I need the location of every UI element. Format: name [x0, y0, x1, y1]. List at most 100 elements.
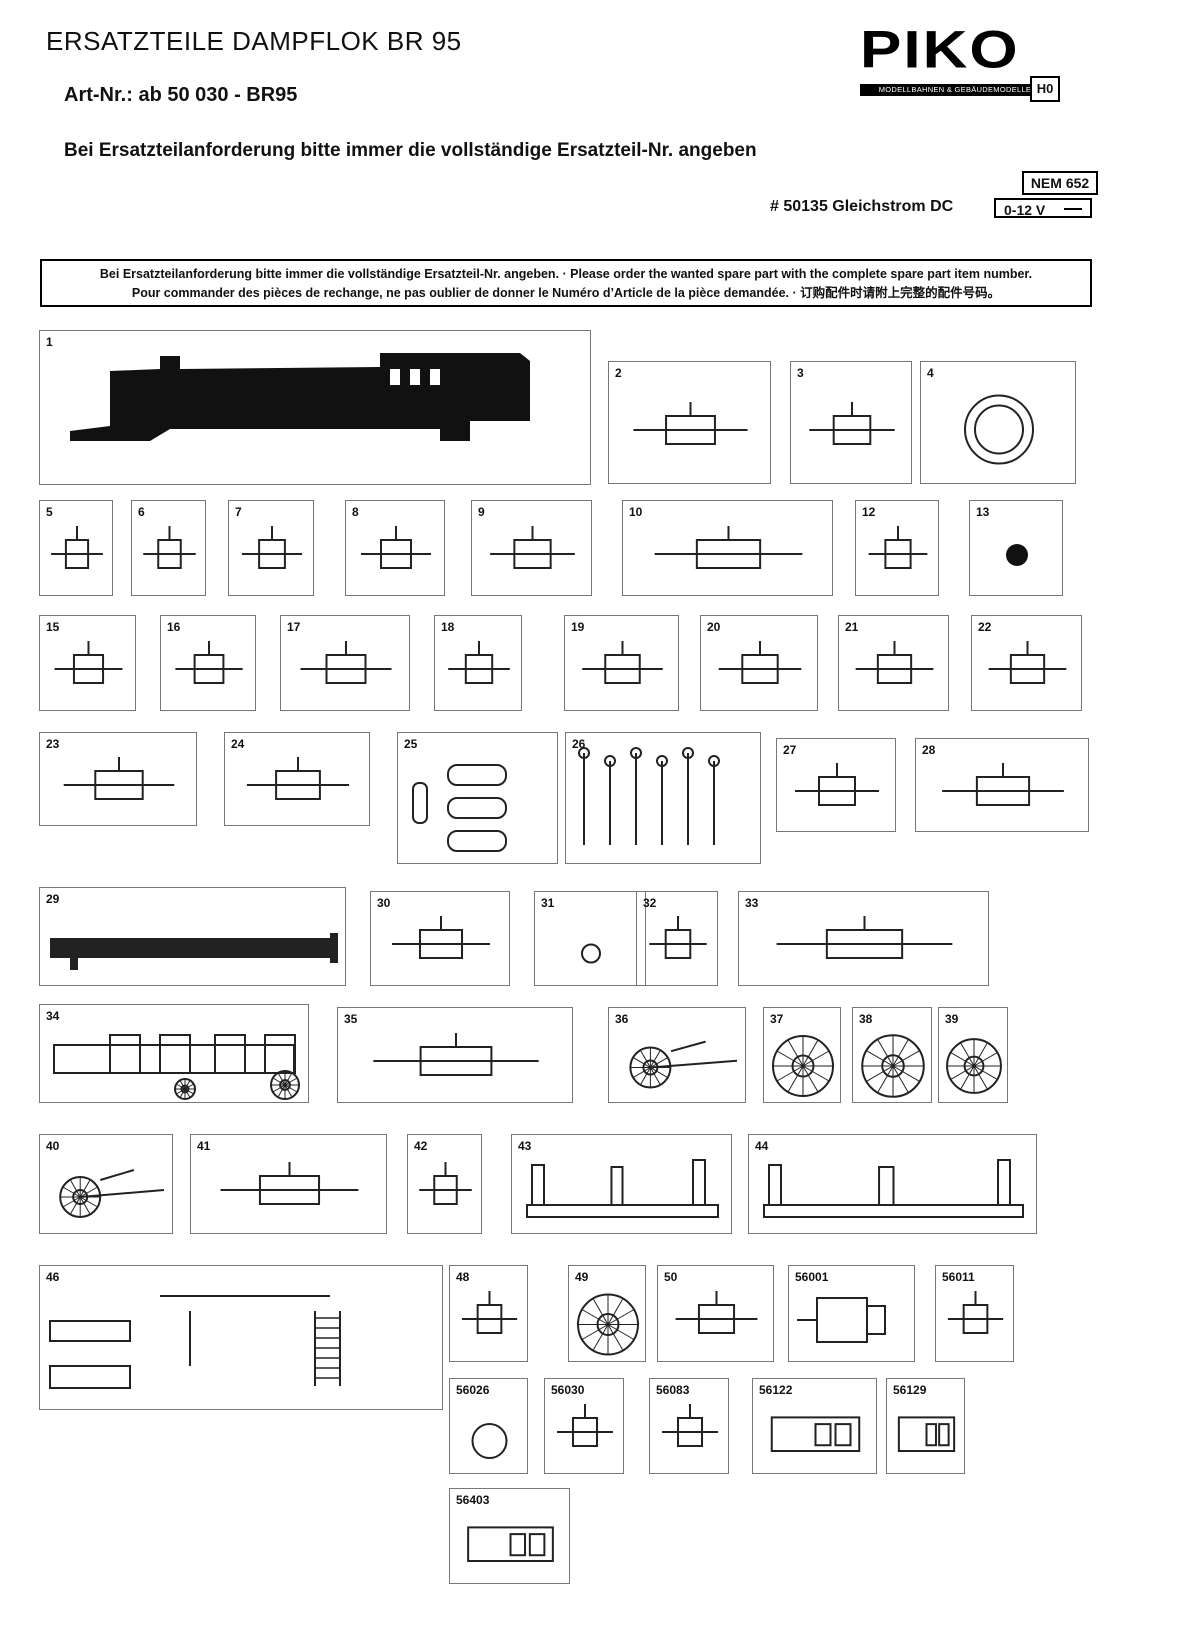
part-drawing-56001	[797, 1297, 886, 1343]
part-drawing-23	[63, 757, 175, 800]
part-drawing-7	[241, 526, 303, 569]
nem-badge: NEM 652	[1022, 171, 1098, 195]
part-drawing-15	[54, 641, 123, 684]
part-number: 18	[441, 620, 455, 634]
part-drawing-56011	[947, 1291, 1004, 1334]
part-box-38: 38	[852, 1007, 932, 1103]
part-box-56122: 56122	[752, 1378, 877, 1474]
part-number: 48	[456, 1270, 470, 1284]
part-number: 56030	[551, 1383, 585, 1397]
part-number: 8	[352, 505, 359, 519]
part-box-4: 4	[920, 361, 1076, 484]
part-number: 50	[664, 1270, 678, 1284]
part-box-24: 24	[224, 732, 370, 826]
part-box-37: 37	[763, 1007, 841, 1103]
part-box-6: 6	[131, 500, 206, 596]
part-drawing-30	[392, 916, 490, 959]
part-drawing-27	[795, 763, 879, 806]
part-number: 23	[46, 737, 60, 751]
part-drawing-56122	[770, 1416, 861, 1452]
part-number: 44	[755, 1139, 769, 1153]
part-drawing-43	[526, 1159, 719, 1218]
part-drawing-49	[577, 1293, 639, 1356]
voltage-text: 0-12 V	[1004, 202, 1046, 218]
part-drawing-21	[855, 641, 934, 684]
part-drawing-13	[1006, 544, 1028, 566]
part-number: 43	[518, 1139, 532, 1153]
part-box-10: 10	[622, 500, 833, 596]
part-drawing-36	[629, 1040, 738, 1089]
part-drawing-25	[412, 764, 507, 852]
part-number: 56001	[795, 1270, 829, 1284]
dc-label: # 50135 Gleichstrom DC	[770, 198, 954, 215]
part-number: 12	[862, 505, 876, 519]
article-number: Art-Nr.: ab 50 030 - BR95	[64, 84, 298, 106]
part-drawing-40	[59, 1169, 165, 1218]
part-box-5: 5	[39, 500, 113, 596]
part-box-12: 12	[855, 500, 939, 596]
part-box-42: 42	[407, 1134, 482, 1234]
part-drawing-6	[143, 526, 196, 569]
part-number: 16	[167, 620, 181, 634]
part-drawing-32	[649, 916, 707, 959]
part-box-22: 22	[971, 615, 1082, 711]
part-number: 30	[377, 896, 391, 910]
part-box-25: 25	[397, 732, 558, 864]
part-drawing-44	[763, 1159, 1024, 1218]
part-box-19: 19	[564, 615, 679, 711]
part-number: 38	[859, 1012, 873, 1026]
part-drawing-4	[964, 394, 1034, 465]
part-box-8: 8	[345, 500, 445, 596]
part-number: 34	[46, 1009, 60, 1023]
part-number: 56026	[456, 1383, 490, 1397]
part-drawing-34	[53, 1034, 300, 1100]
part-drawing-31	[581, 943, 601, 964]
part-number: 27	[783, 743, 797, 757]
part-box-18: 18	[434, 615, 522, 711]
part-box-34: 34	[39, 1004, 309, 1103]
part-number: 24	[231, 737, 245, 751]
part-number: 49	[575, 1270, 589, 1284]
part-number: 56083	[656, 1383, 690, 1397]
part-box-1: 1	[39, 330, 591, 485]
part-number: 22	[978, 620, 992, 634]
part-number: 32	[643, 896, 657, 910]
part-number: 42	[414, 1139, 428, 1153]
part-drawing-56083	[662, 1404, 718, 1447]
part-drawing-56030	[557, 1404, 613, 1447]
part-drawing-20	[718, 641, 802, 684]
logo-scale: H0	[1030, 76, 1060, 102]
part-number: 6	[138, 505, 145, 519]
part-number: 19	[571, 620, 585, 634]
part-box-27: 27	[776, 738, 896, 832]
order-note: Bei Ersatzteilanforderung bitte immer di…	[64, 140, 757, 161]
part-box-48: 48	[449, 1265, 528, 1362]
part-box-39: 39	[938, 1007, 1008, 1103]
part-number: 37	[770, 1012, 784, 1026]
part-number: 35	[344, 1012, 358, 1026]
part-box-43: 43	[511, 1134, 732, 1234]
part-drawing-18	[448, 641, 510, 684]
logo-word: PIKO	[860, 20, 1020, 80]
part-box-21: 21	[838, 615, 949, 711]
part-drawing-17	[300, 641, 392, 684]
part-box-36: 36	[608, 1007, 746, 1103]
part-number: 28	[922, 743, 936, 757]
part-drawing-24	[246, 757, 350, 800]
part-drawing-48	[461, 1291, 518, 1334]
part-box-30: 30	[370, 891, 510, 986]
part-number: 56122	[759, 1383, 793, 1397]
part-box-2: 2	[608, 361, 771, 484]
part-number: 17	[287, 620, 301, 634]
part-box-13: 13	[969, 500, 1063, 596]
part-number: 10	[629, 505, 643, 519]
part-number: 56403	[456, 1493, 490, 1507]
part-drawing-37	[772, 1035, 834, 1097]
part-number: 13	[976, 505, 990, 519]
part-drawing-46	[49, 1295, 341, 1389]
part-drawing-9	[490, 526, 575, 569]
part-drawing-28	[942, 763, 1064, 806]
part-box-9: 9	[471, 500, 592, 596]
part-number: 7	[235, 505, 242, 519]
part-number: 9	[478, 505, 485, 519]
